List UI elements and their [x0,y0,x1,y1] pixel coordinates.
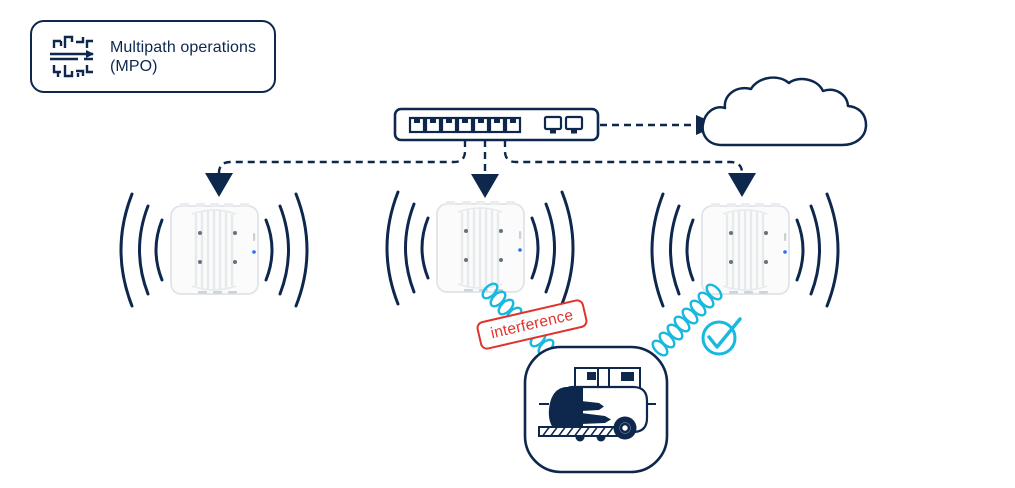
access-point-middle [385,190,575,306]
arrow-right-glyph [86,49,94,58]
arrowhead-down-icon [471,174,499,198]
check-circle-icon [701,317,742,356]
agv-node [523,345,669,474]
legend-text: Multipath operations (MPO) [110,38,256,76]
uplink-port-icon [543,115,563,134]
access-point-right [650,192,840,308]
network-switch-icon [393,107,600,142]
arrowhead-down-icon [728,173,756,197]
legend-line2: (MPO) [110,57,158,75]
uplink-port-icon [564,115,584,134]
link-switch-to-ap2 [471,140,499,198]
legend-box: Multipath operations (MPO) [30,20,276,93]
access-point-left [119,192,309,308]
agv-robot-icon [538,367,656,442]
cloud-icon [701,76,868,147]
arrowhead-down-icon [205,173,233,197]
multipath-icon [50,35,94,77]
legend-line1: Multipath operations [110,38,257,56]
link-switch-to-cloud [600,115,719,135]
coil-link-good [651,283,723,357]
link-switch-to-ap1 [205,140,467,197]
link-switch-to-ap3 [503,140,756,197]
